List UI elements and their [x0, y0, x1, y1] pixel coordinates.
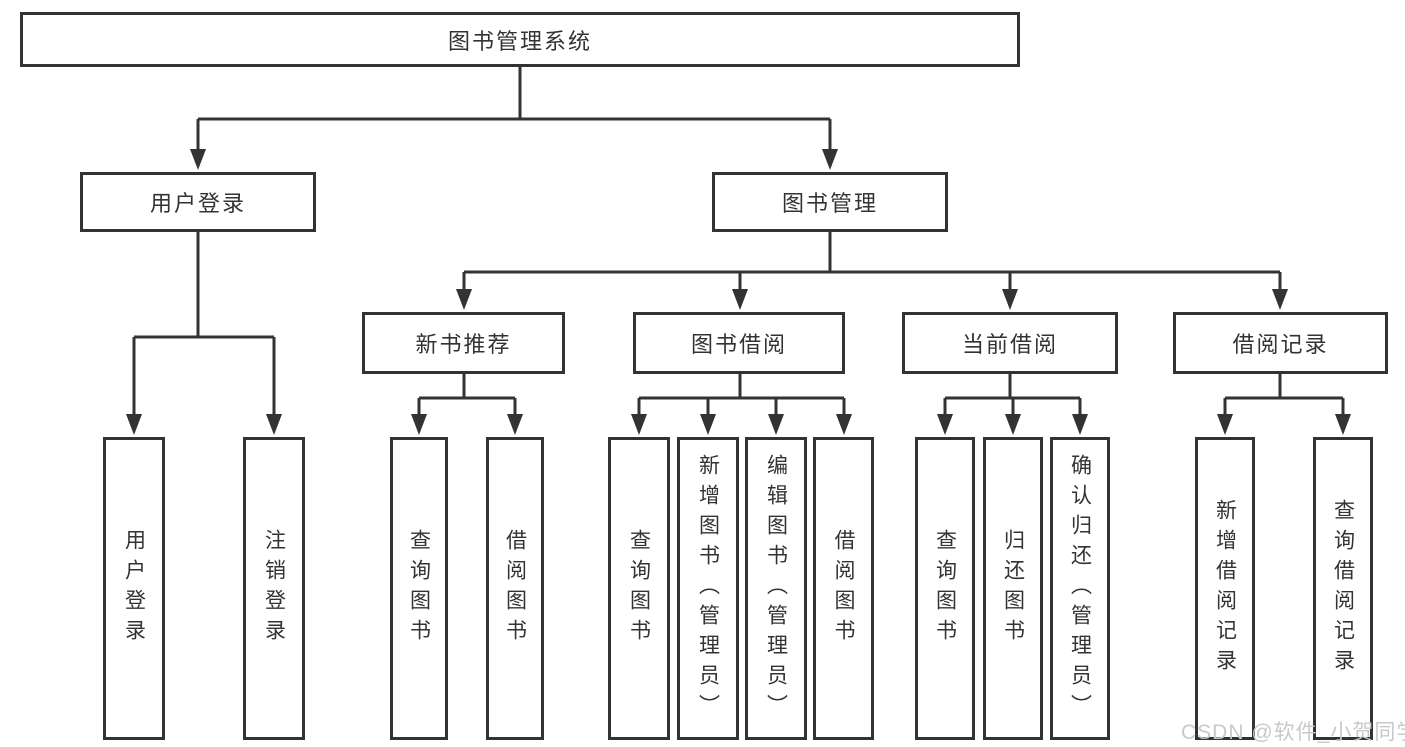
leaf-borrow-books-1: 借阅图书	[486, 437, 544, 740]
leaf-user-login: 用户登录	[103, 437, 165, 740]
node-label: 查询图书	[407, 528, 431, 649]
node-label: 用户登录	[149, 191, 246, 216]
node-label: 图书管理系统	[447, 28, 592, 54]
leaf-edit-books-admin: 编辑图书（管理员）	[745, 437, 807, 740]
node-label: 确认归还（管理员）	[1068, 453, 1092, 724]
node-book-borrowing: 图书借阅	[633, 312, 845, 374]
node-label: 当前借阅	[961, 332, 1058, 357]
node-label: 借阅记录	[1232, 332, 1329, 357]
node-label: 查询借阅记录	[1331, 498, 1355, 679]
node-book-management: 图书管理	[712, 172, 948, 232]
leaf-confirm-return-admin: 确认归还（管理员）	[1050, 437, 1110, 740]
leaf-logout: 注销登录	[243, 437, 305, 740]
node-current-borrowing: 当前借阅	[902, 312, 1118, 374]
arrowhead-icons	[126, 149, 1351, 435]
leaf-query-books-1: 查询图书	[390, 437, 448, 740]
leaf-add-books-admin: 新增图书（管理员）	[677, 437, 739, 740]
node-label: 图书管理	[781, 191, 878, 216]
leaf-query-borrow-record: 查询借阅记录	[1313, 437, 1373, 740]
node-user-login: 用户登录	[80, 172, 316, 232]
node-label: 注销登录	[262, 528, 286, 649]
leaf-add-borrow-record: 新增借阅记录	[1195, 437, 1255, 740]
node-label: 图书借阅	[690, 332, 787, 357]
node-label: 借阅图书	[503, 528, 527, 649]
node-new-book-recommendation: 新书推荐	[362, 312, 565, 374]
node-borrowing-records: 借阅记录	[1173, 312, 1388, 374]
leaf-borrow-books-2: 借阅图书	[813, 437, 874, 740]
node-label: 新增图书（管理员）	[696, 453, 720, 724]
node-label: 新增借阅记录	[1213, 498, 1237, 679]
node-library-management-system: 图书管理系统	[20, 12, 1020, 67]
csdn-watermark: CSDN @软件_小贺同学	[1181, 721, 1405, 744]
leaf-return-books: 归还图书	[983, 437, 1043, 740]
node-label: 编辑图书（管理员）	[764, 453, 788, 724]
leaf-query-books-2: 查询图书	[608, 437, 670, 740]
node-label: 用户登录	[122, 528, 146, 649]
node-label: 借阅图书	[832, 528, 855, 649]
leaf-query-books-3: 查询图书	[915, 437, 975, 740]
node-label: 查询图书	[933, 528, 957, 649]
node-label: 归还图书	[1001, 528, 1025, 649]
node-label: 查询图书	[627, 528, 651, 649]
node-label: 新书推荐	[415, 332, 512, 357]
